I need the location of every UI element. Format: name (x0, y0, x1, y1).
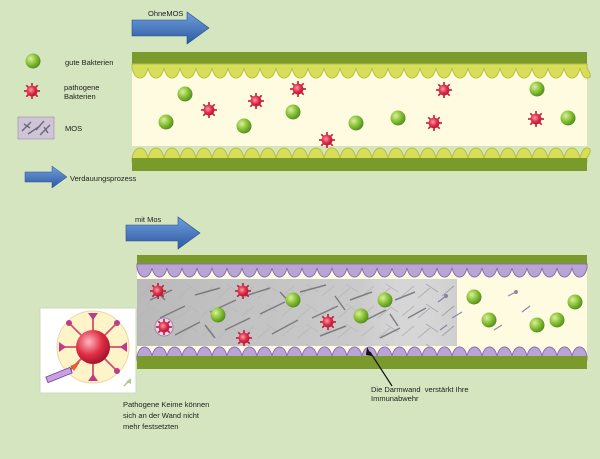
legend-good-icon (25, 53, 41, 69)
legend-pathogen-label: pathogene Bakterien (64, 83, 100, 102)
inset-panel (39, 307, 137, 394)
pathogen-caption: Pathogene Keime können sich an der Wand … (123, 400, 210, 431)
bottom-section-label: mit Mos (135, 215, 162, 224)
top-intestine (131, 52, 591, 171)
inset-corner-arrow (123, 378, 131, 387)
wall-callout-line (366, 347, 393, 387)
top-section-label: OhneMOS (148, 9, 184, 18)
bottom-pathogens (149, 282, 337, 347)
bottom-villi-upper (136, 263, 588, 278)
legend-process-label: Verdauungsprozess (70, 174, 137, 183)
legend-good-label: gute Bakterien (65, 58, 114, 67)
wall-caption: Die Darmwand verstärkt Ihre Immunabwehr (371, 385, 469, 404)
legend-process-arrow (24, 165, 68, 189)
mos-coating (137, 279, 531, 346)
legend-pathogen-icon (23, 82, 41, 100)
inset-pointer (45, 362, 80, 384)
legend-mos-label: MOS (65, 124, 83, 133)
top-arrow (131, 11, 210, 45)
bottom-arrow (125, 216, 201, 250)
legend-mos-icon (17, 116, 55, 140)
top-villi-upper (131, 63, 591, 79)
